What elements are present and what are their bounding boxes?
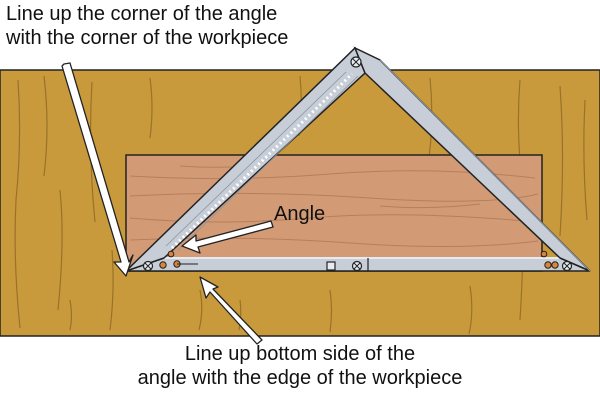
angle-label: Angle bbox=[274, 203, 326, 225]
corner-instruction-label: Line up the corner of the angle with the… bbox=[6, 2, 288, 50]
edge-instruction-line2: angle with the edge of the workpiece bbox=[137, 367, 463, 389]
edge-instruction-line1: Line up bottom side of the bbox=[184, 343, 416, 365]
angle-tool bbox=[125, 46, 591, 272]
corner-instruction-line2: with the corner of the workpiece bbox=[6, 27, 289, 49]
adjustment-holes bbox=[159, 250, 559, 269]
screw-icon bbox=[142, 260, 154, 272]
arrow-icon bbox=[199, 276, 263, 345]
arrow-icon bbox=[61, 62, 134, 277]
corner-instruction-line1: Line up the corner of the angle bbox=[6, 3, 278, 25]
screw-icon bbox=[561, 260, 573, 272]
screw-icon bbox=[351, 260, 363, 272]
ruler-markings bbox=[165, 71, 359, 251]
arrow-icon bbox=[181, 220, 274, 254]
edge-instruction-label: Line up bottom side of the angle with th… bbox=[0, 342, 600, 390]
screw-icon bbox=[350, 56, 362, 68]
square-hole-icon bbox=[326, 261, 336, 271]
